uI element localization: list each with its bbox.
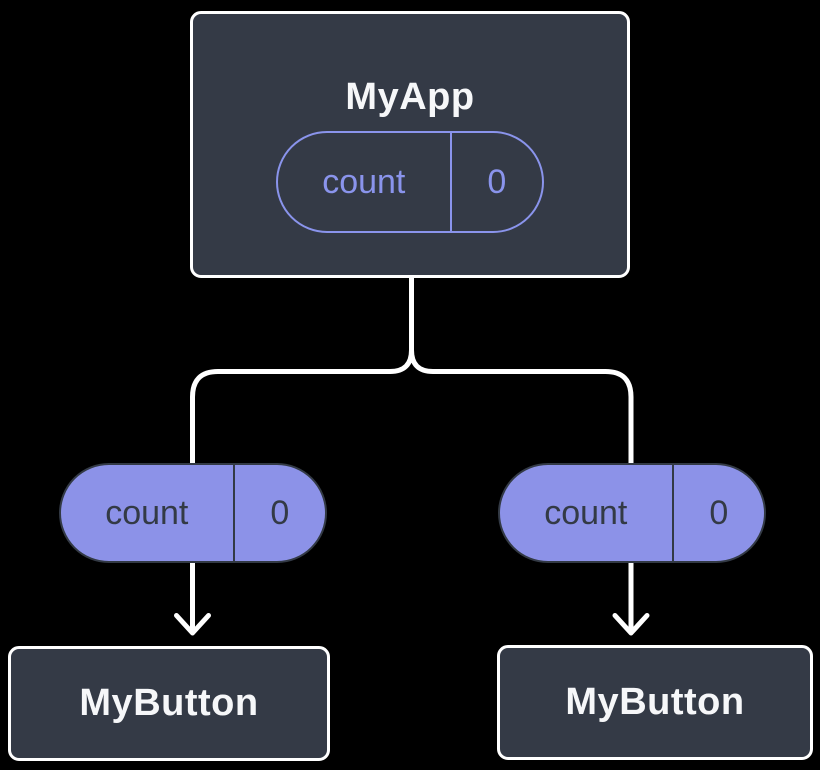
right-prop-pill: count 0 (498, 463, 766, 563)
right-prop-pill-name: count (500, 465, 674, 561)
left-arrow-head (174, 613, 211, 636)
left-child-component-box: MyButton (8, 646, 330, 761)
left-prop-pill: count 0 (59, 463, 327, 563)
connector-root-to-right-branch (409, 347, 634, 469)
left-child-component-title: MyButton (79, 682, 259, 724)
right-child-component-box: MyButton (497, 645, 813, 760)
connector-root-to-left-branch (190, 272, 414, 469)
right-arrow-head (612, 613, 650, 636)
state-pill: count 0 (276, 131, 544, 233)
right-down-arrow-icon (612, 559, 650, 636)
left-prop-pill-name: count (61, 465, 235, 561)
right-prop-pill-value: 0 (709, 493, 729, 532)
state-pill-name: count (278, 133, 452, 231)
root-component-box: MyApp count 0 (190, 11, 630, 278)
right-child-component-title: MyButton (565, 681, 745, 723)
root-component-title: MyApp (345, 76, 475, 118)
left-down-arrow-icon (174, 559, 211, 636)
left-prop-pill-value: 0 (270, 493, 290, 532)
state-pill-value: 0 (487, 162, 507, 201)
